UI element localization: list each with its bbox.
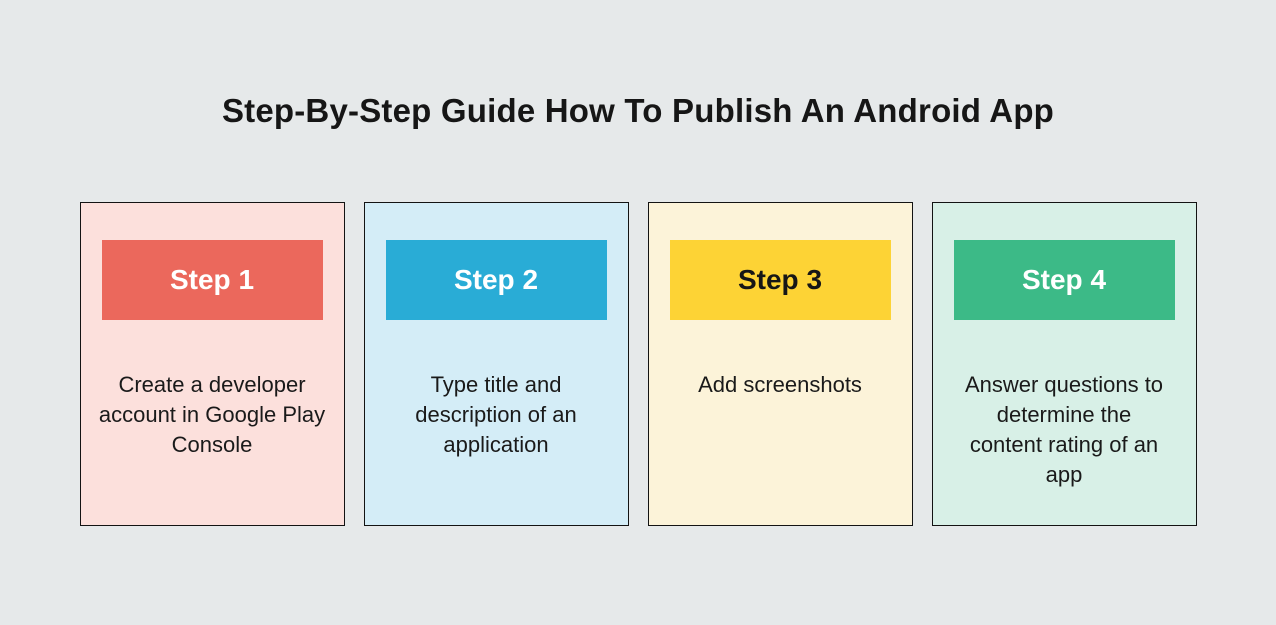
step-card-1: Step 1 Create a developer account in Goo… (79, 202, 345, 526)
steps-row: Step 1 Create a developer account in Goo… (0, 202, 1276, 526)
step-1-description: Create a developer account in Google Pla… (98, 372, 326, 457)
step-3-description: Add screenshots (698, 372, 862, 397)
step-card-2: Step 2 Type title and description of an … (363, 202, 629, 526)
step-3-header: Step 3 (669, 240, 891, 320)
step-2-description: Type title and description of an applica… (415, 372, 577, 457)
step-card-3: Step 3 Add screenshots (647, 202, 913, 526)
step-4-description: Answer questions to determine the conten… (964, 372, 1164, 487)
page-title: Step-By-Step Guide How To Publish An And… (221, 92, 1055, 129)
step-3-label: Step 3 (737, 264, 823, 295)
step-4-header: Step 4 (953, 240, 1175, 320)
step-card-4: Step 4 Answer questions to determine the… (931, 202, 1197, 526)
step-2-header: Step 2 (385, 240, 607, 320)
step-1-header: Step 1 (101, 240, 323, 320)
step-1-label: Step 1 (169, 264, 255, 295)
step-4-label: Step 4 (1021, 264, 1107, 295)
step-2-label: Step 2 (453, 264, 539, 295)
